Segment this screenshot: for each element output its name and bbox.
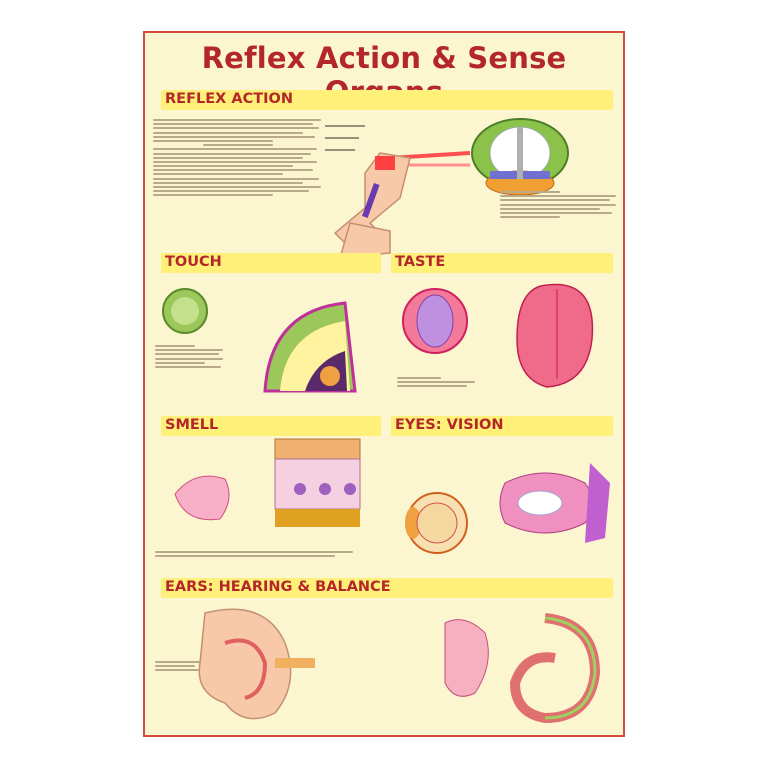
section-header-ears-hearing-balance: EARS: HEARING & BALANCE bbox=[161, 578, 613, 598]
spinal-cord-reflex-arc-illustration bbox=[333, 118, 569, 259]
label-leader bbox=[325, 137, 359, 139]
section-header-touch: TOUCH bbox=[161, 253, 381, 273]
ears-illustration bbox=[198, 608, 601, 724]
ears-text-block bbox=[155, 661, 205, 674]
section-title-taste: TASTE bbox=[395, 254, 446, 270]
smell-text-block bbox=[155, 551, 355, 559]
section-title-reflex-action: REFLEX ACTION bbox=[165, 91, 293, 107]
poster: Reflex Action & Sense Organs REFLEX ACTI… bbox=[143, 31, 625, 737]
smell-illustration bbox=[174, 438, 361, 527]
taste-illustration bbox=[402, 283, 594, 388]
section-title-smell: SMELL bbox=[165, 417, 219, 433]
section-title-ears-hearing-balance: EARS: HEARING & BALANCE bbox=[165, 579, 391, 595]
taste-text-block bbox=[397, 377, 477, 390]
label-leader bbox=[325, 125, 365, 127]
label-leader bbox=[325, 149, 355, 151]
section-title-touch: TOUCH bbox=[165, 254, 222, 270]
reflex-side-note bbox=[500, 191, 618, 220]
reflex-text-block bbox=[153, 119, 323, 199]
section-header-smell: SMELL bbox=[161, 416, 381, 436]
touch-text-block bbox=[155, 345, 225, 370]
section-header-reflex-action: REFLEX ACTION bbox=[161, 90, 613, 110]
touch-skin-illustration bbox=[162, 288, 357, 393]
section-header-taste: TASTE bbox=[391, 253, 613, 273]
section-title-eyes-vision: EYES: VISION bbox=[395, 417, 504, 433]
eyes-illustration bbox=[405, 463, 610, 554]
section-header-eyes-vision: EYES: VISION bbox=[391, 416, 613, 436]
